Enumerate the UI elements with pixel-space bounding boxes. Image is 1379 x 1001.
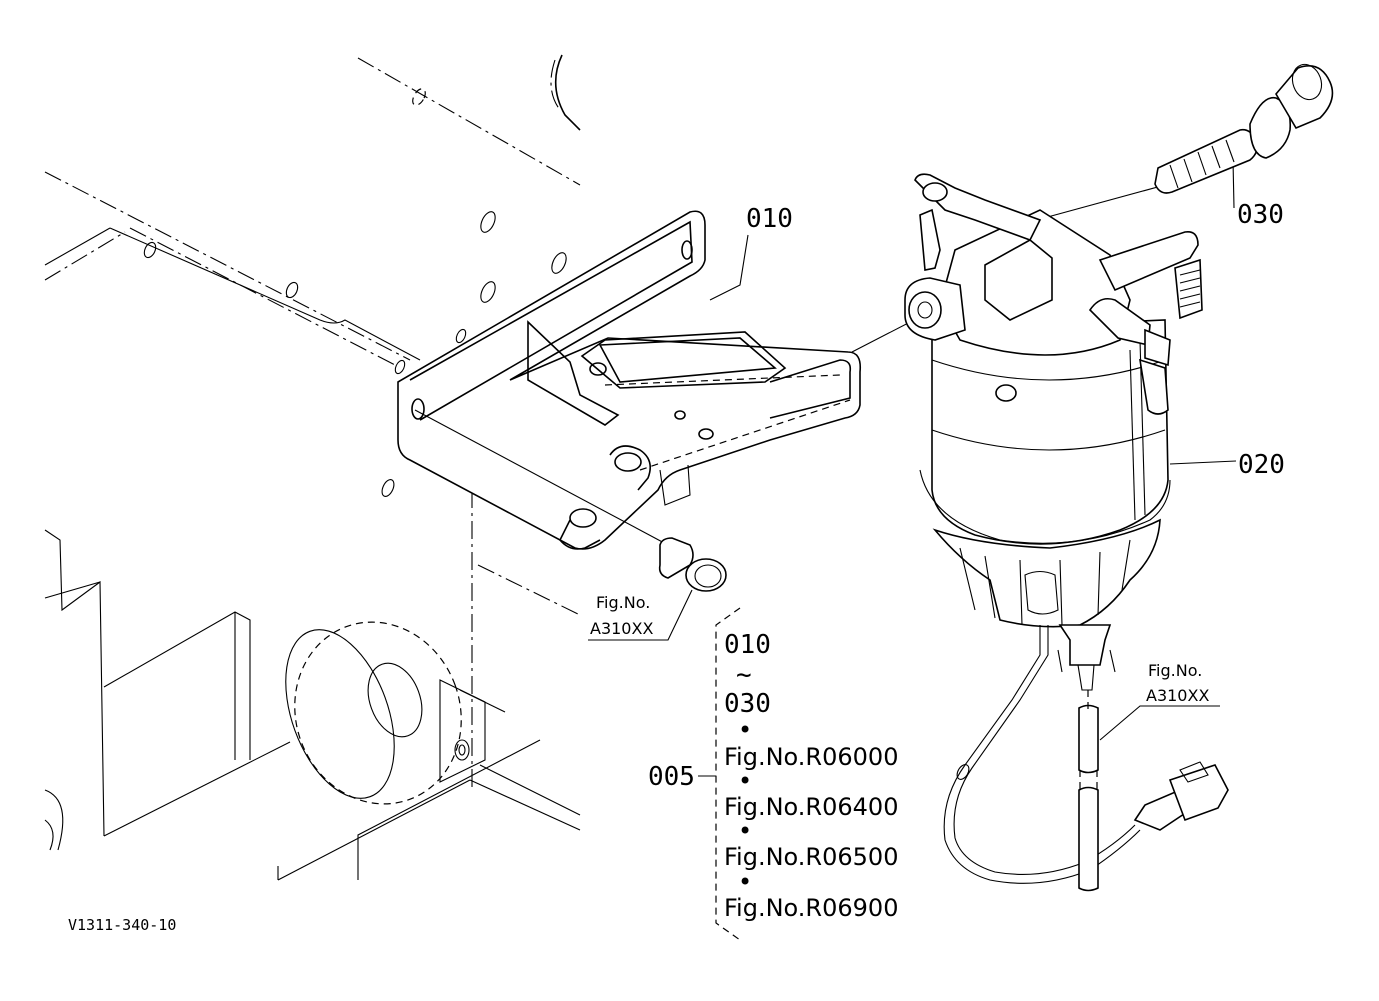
assembly-fig-2: Fig.No.R06400 xyxy=(724,793,898,821)
engine-frame-phantom xyxy=(44,54,581,881)
long-bolt-030 xyxy=(1154,63,1334,194)
hose-fig-ref-line2: A310XX xyxy=(1146,686,1209,705)
part-number-010: 010 xyxy=(746,204,793,234)
bolt-fig-ref-line1: Fig.No. xyxy=(596,593,650,612)
bolt-fig-ref-line2: A310XX xyxy=(590,619,653,638)
assembly-brace xyxy=(698,607,741,941)
leader-lines xyxy=(588,139,1249,741)
assembly-range-start: 010 xyxy=(724,630,771,660)
fuel-filter-020 xyxy=(904,173,1229,892)
part-number-005: 005 xyxy=(648,762,695,792)
bullet-4: • xyxy=(738,868,752,896)
hose-fig-ref-line1: Fig.No. xyxy=(1148,661,1202,680)
assembly-range-separator: ~ xyxy=(736,660,752,690)
mounting-bolt xyxy=(414,409,727,592)
assembly-range-end: 030 xyxy=(724,689,771,719)
part-number-020: 020 xyxy=(1238,450,1285,480)
assembly-fig-3: Fig.No.R06500 xyxy=(724,843,898,871)
drawing-code: V1311-340-10 xyxy=(68,916,176,934)
bullet-2: • xyxy=(738,767,752,795)
assembly-fig-4: Fig.No.R06900 xyxy=(724,894,898,922)
bullet-3: • xyxy=(738,817,752,845)
bullet-1: • xyxy=(738,716,752,744)
part-number-030: 030 xyxy=(1237,200,1284,230)
labels: 010 030 020 005 Fig.No. A310XX Fig.No. A… xyxy=(68,200,1285,934)
assembly-fig-1: Fig.No.R06000 xyxy=(724,743,898,771)
bracket-010 xyxy=(397,210,862,550)
